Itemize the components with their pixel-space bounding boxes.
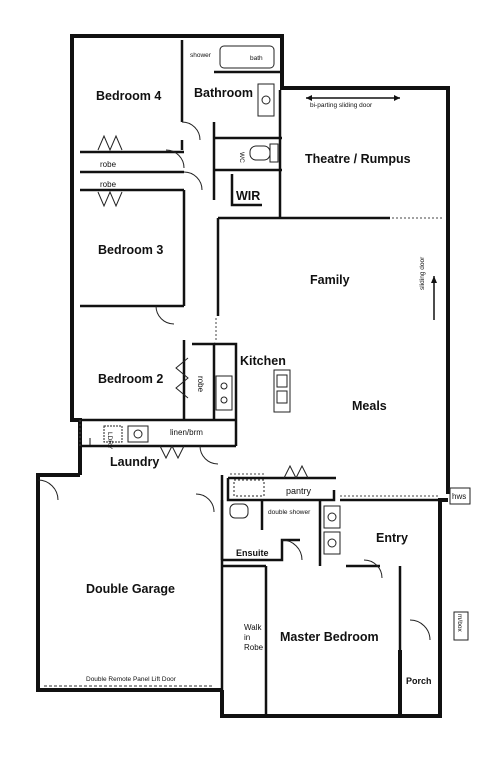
label-laundry: Laundry [110, 455, 159, 469]
label-linen: linen/brm [170, 428, 203, 437]
label-bi-parting-door: bi-parting sliding door [310, 102, 373, 109]
label-walk-in-robe-1: Walk [244, 623, 262, 632]
label-ldry: LDRY [106, 432, 113, 450]
label-garage-door: Double Remote Panel Lift Door [86, 676, 177, 683]
label-walk-in-robe-2: in [244, 633, 250, 642]
label-family: Family [310, 273, 350, 287]
label-bedroom-2: Bedroom 2 [98, 372, 163, 386]
label-mbox: m/box [456, 614, 463, 632]
label-entry: Entry [376, 531, 408, 545]
hws-box [449, 487, 471, 505]
laundry-fixtures [103, 425, 149, 443]
bathroom-fixtures [219, 45, 279, 163]
label-bedroom-4: Bedroom 4 [96, 89, 161, 103]
label-bedroom-3: Bedroom 3 [98, 243, 163, 257]
label-wir: WIR [236, 189, 260, 203]
label-bathroom: Bathroom [194, 86, 253, 100]
label-double-garage: Double Garage [86, 582, 175, 596]
label-theatre-rumpus: Theatre / Rumpus [305, 152, 411, 166]
label-double-shower: double shower [268, 509, 311, 516]
openings [79, 217, 442, 497]
label-bath: bath [250, 55, 263, 62]
sliding-door-arrows [89, 95, 437, 446]
label-walk-in-robe-3: Robe [244, 643, 264, 652]
label-porch: Porch [406, 676, 432, 686]
label-robe-2: robe [100, 180, 117, 189]
door-swings [37, 121, 431, 641]
label-pantry: pantry [286, 486, 312, 496]
room-labels: Bedroom 4 Bathroom Theatre / Rumpus WIR … [86, 86, 432, 686]
label-shower: shower [190, 52, 212, 59]
kitchen-fixtures [215, 369, 291, 413]
label-master-bedroom: Master Bedroom [280, 630, 379, 644]
label-ensuite: Ensuite [236, 548, 269, 558]
label-meals: Meals [352, 399, 387, 413]
label-robe-kitchen: robe [196, 376, 205, 393]
mbox-box [453, 611, 469, 641]
label-kitchen: Kitchen [240, 354, 286, 368]
label-hws: hws [452, 492, 466, 501]
label-wc: WC [238, 152, 245, 163]
ensuite-fixtures [229, 479, 341, 555]
label-robe-1: robe [100, 160, 117, 169]
label-sliding-door: sliding door [419, 256, 426, 290]
interior-walls [80, 40, 440, 716]
annotations: shower bath WC robe robe robe bi-parting… [86, 52, 466, 683]
